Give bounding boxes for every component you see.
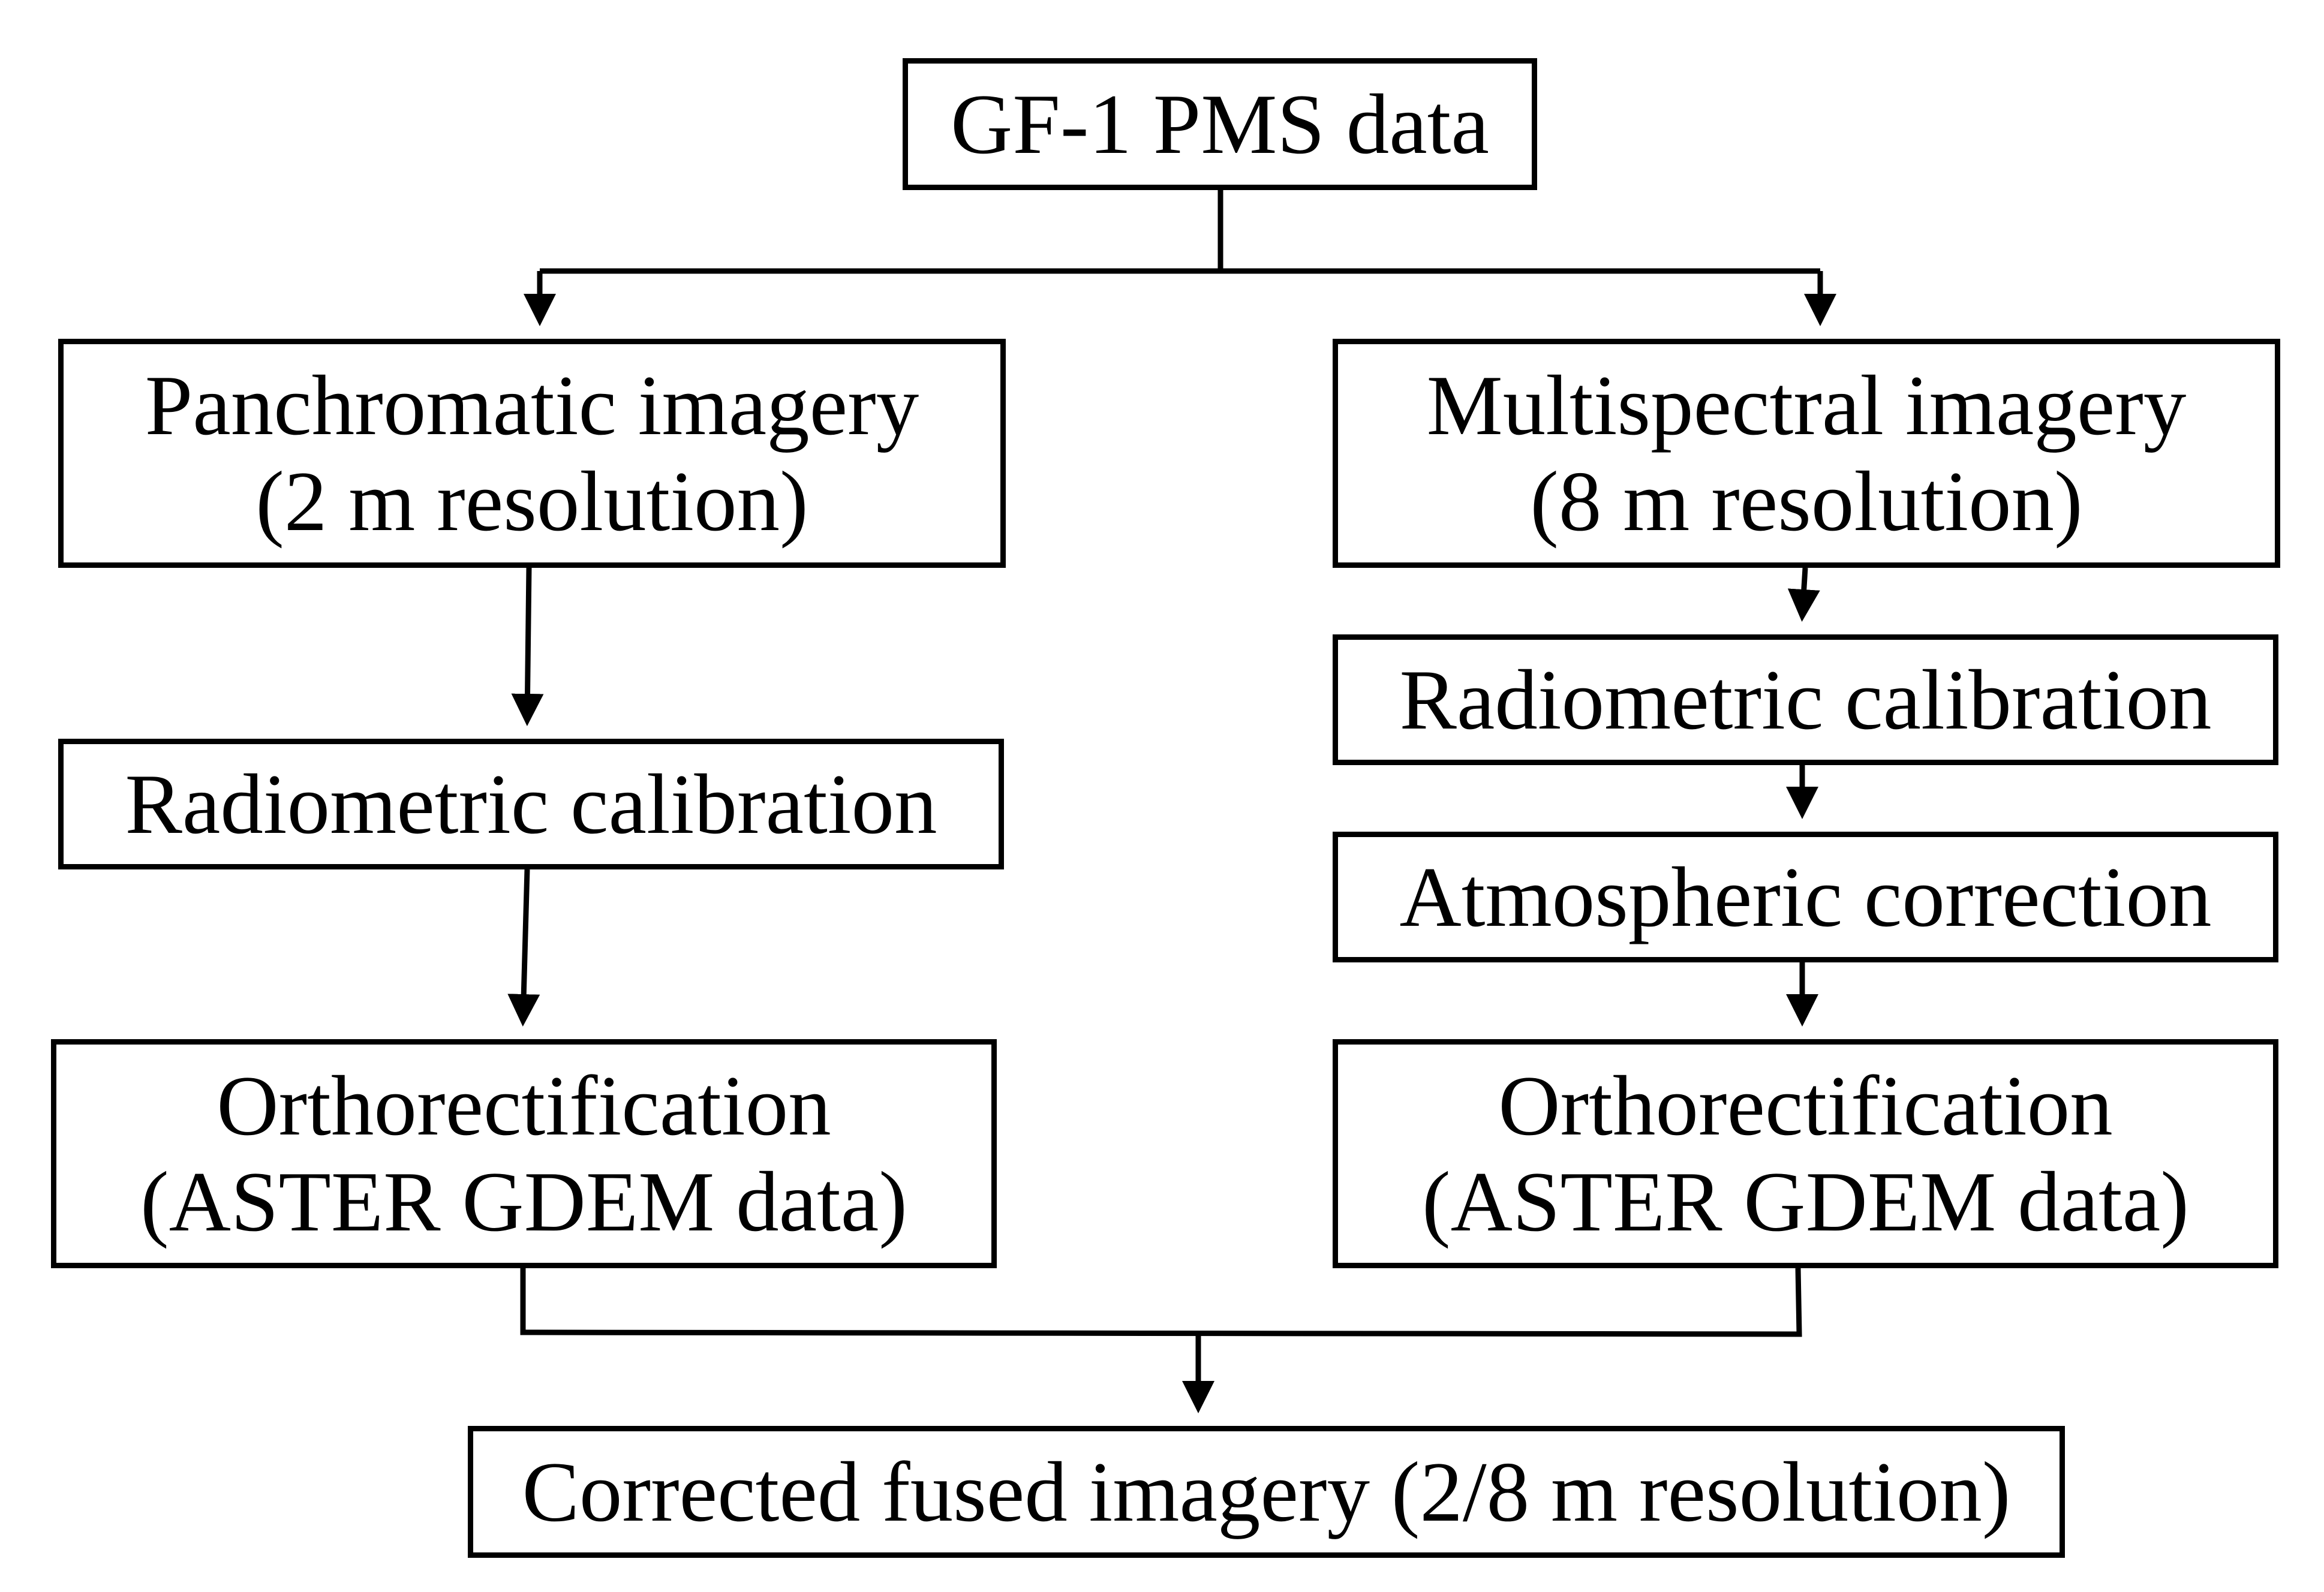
arrow-panchromatic-to-radiometric <box>511 567 544 726</box>
multispectral-title: Multispectral imagery <box>1426 358 2187 453</box>
multispectral-box: Multispectral imagery (8 m resolution) <box>1333 339 2280 568</box>
orthorectification-left-box: Orthorectification (ASTER GDEM data) <box>51 1039 997 1268</box>
output-label: Corrected fused imagery (2/8 m resolutio… <box>522 1444 2011 1539</box>
panchromatic-resolution: (2 m resolution) <box>255 454 808 549</box>
radiometric-calibration-left-box: Radiometric calibration <box>58 739 1004 869</box>
connector-merge <box>520 1268 1802 1337</box>
panchromatic-box: Panchromatic imagery (2 m resolution) <box>58 339 1006 568</box>
radiometric-calibration-left-label: Radiometric calibration <box>125 757 937 851</box>
source-box: GF-1 PMS data <box>903 58 1537 190</box>
orthorectification-right-title: Orthorectification <box>1498 1058 2113 1153</box>
atmospheric-correction-box: Atmospheric correction <box>1333 832 2278 962</box>
orthorectification-right-source: (ASTER GDEM data) <box>1422 1154 2189 1249</box>
radiometric-calibration-right-box: Radiometric calibration <box>1333 634 2278 765</box>
arrow-radiometric-to-ortho-left <box>507 869 540 1027</box>
orthorectification-left-title: Orthorectification <box>217 1058 831 1153</box>
atmospheric-correction-label: Atmospheric correction <box>1399 850 2212 944</box>
radiometric-calibration-right-label: Radiometric calibration <box>1399 652 2212 747</box>
arrow-multispectral-to-radiometric <box>1787 567 1820 622</box>
source-label: GF-1 PMS data <box>951 77 1489 171</box>
multispectral-resolution: (8 m resolution) <box>1530 454 2083 549</box>
orthorectification-right-box: Orthorectification (ASTER GDEM data) <box>1333 1039 2278 1268</box>
output-box: Corrected fused imagery (2/8 m resolutio… <box>468 1426 2065 1558</box>
panchromatic-title: Panchromatic imagery <box>145 358 919 453</box>
orthorectification-left-source: (ASTER GDEM data) <box>140 1154 907 1249</box>
